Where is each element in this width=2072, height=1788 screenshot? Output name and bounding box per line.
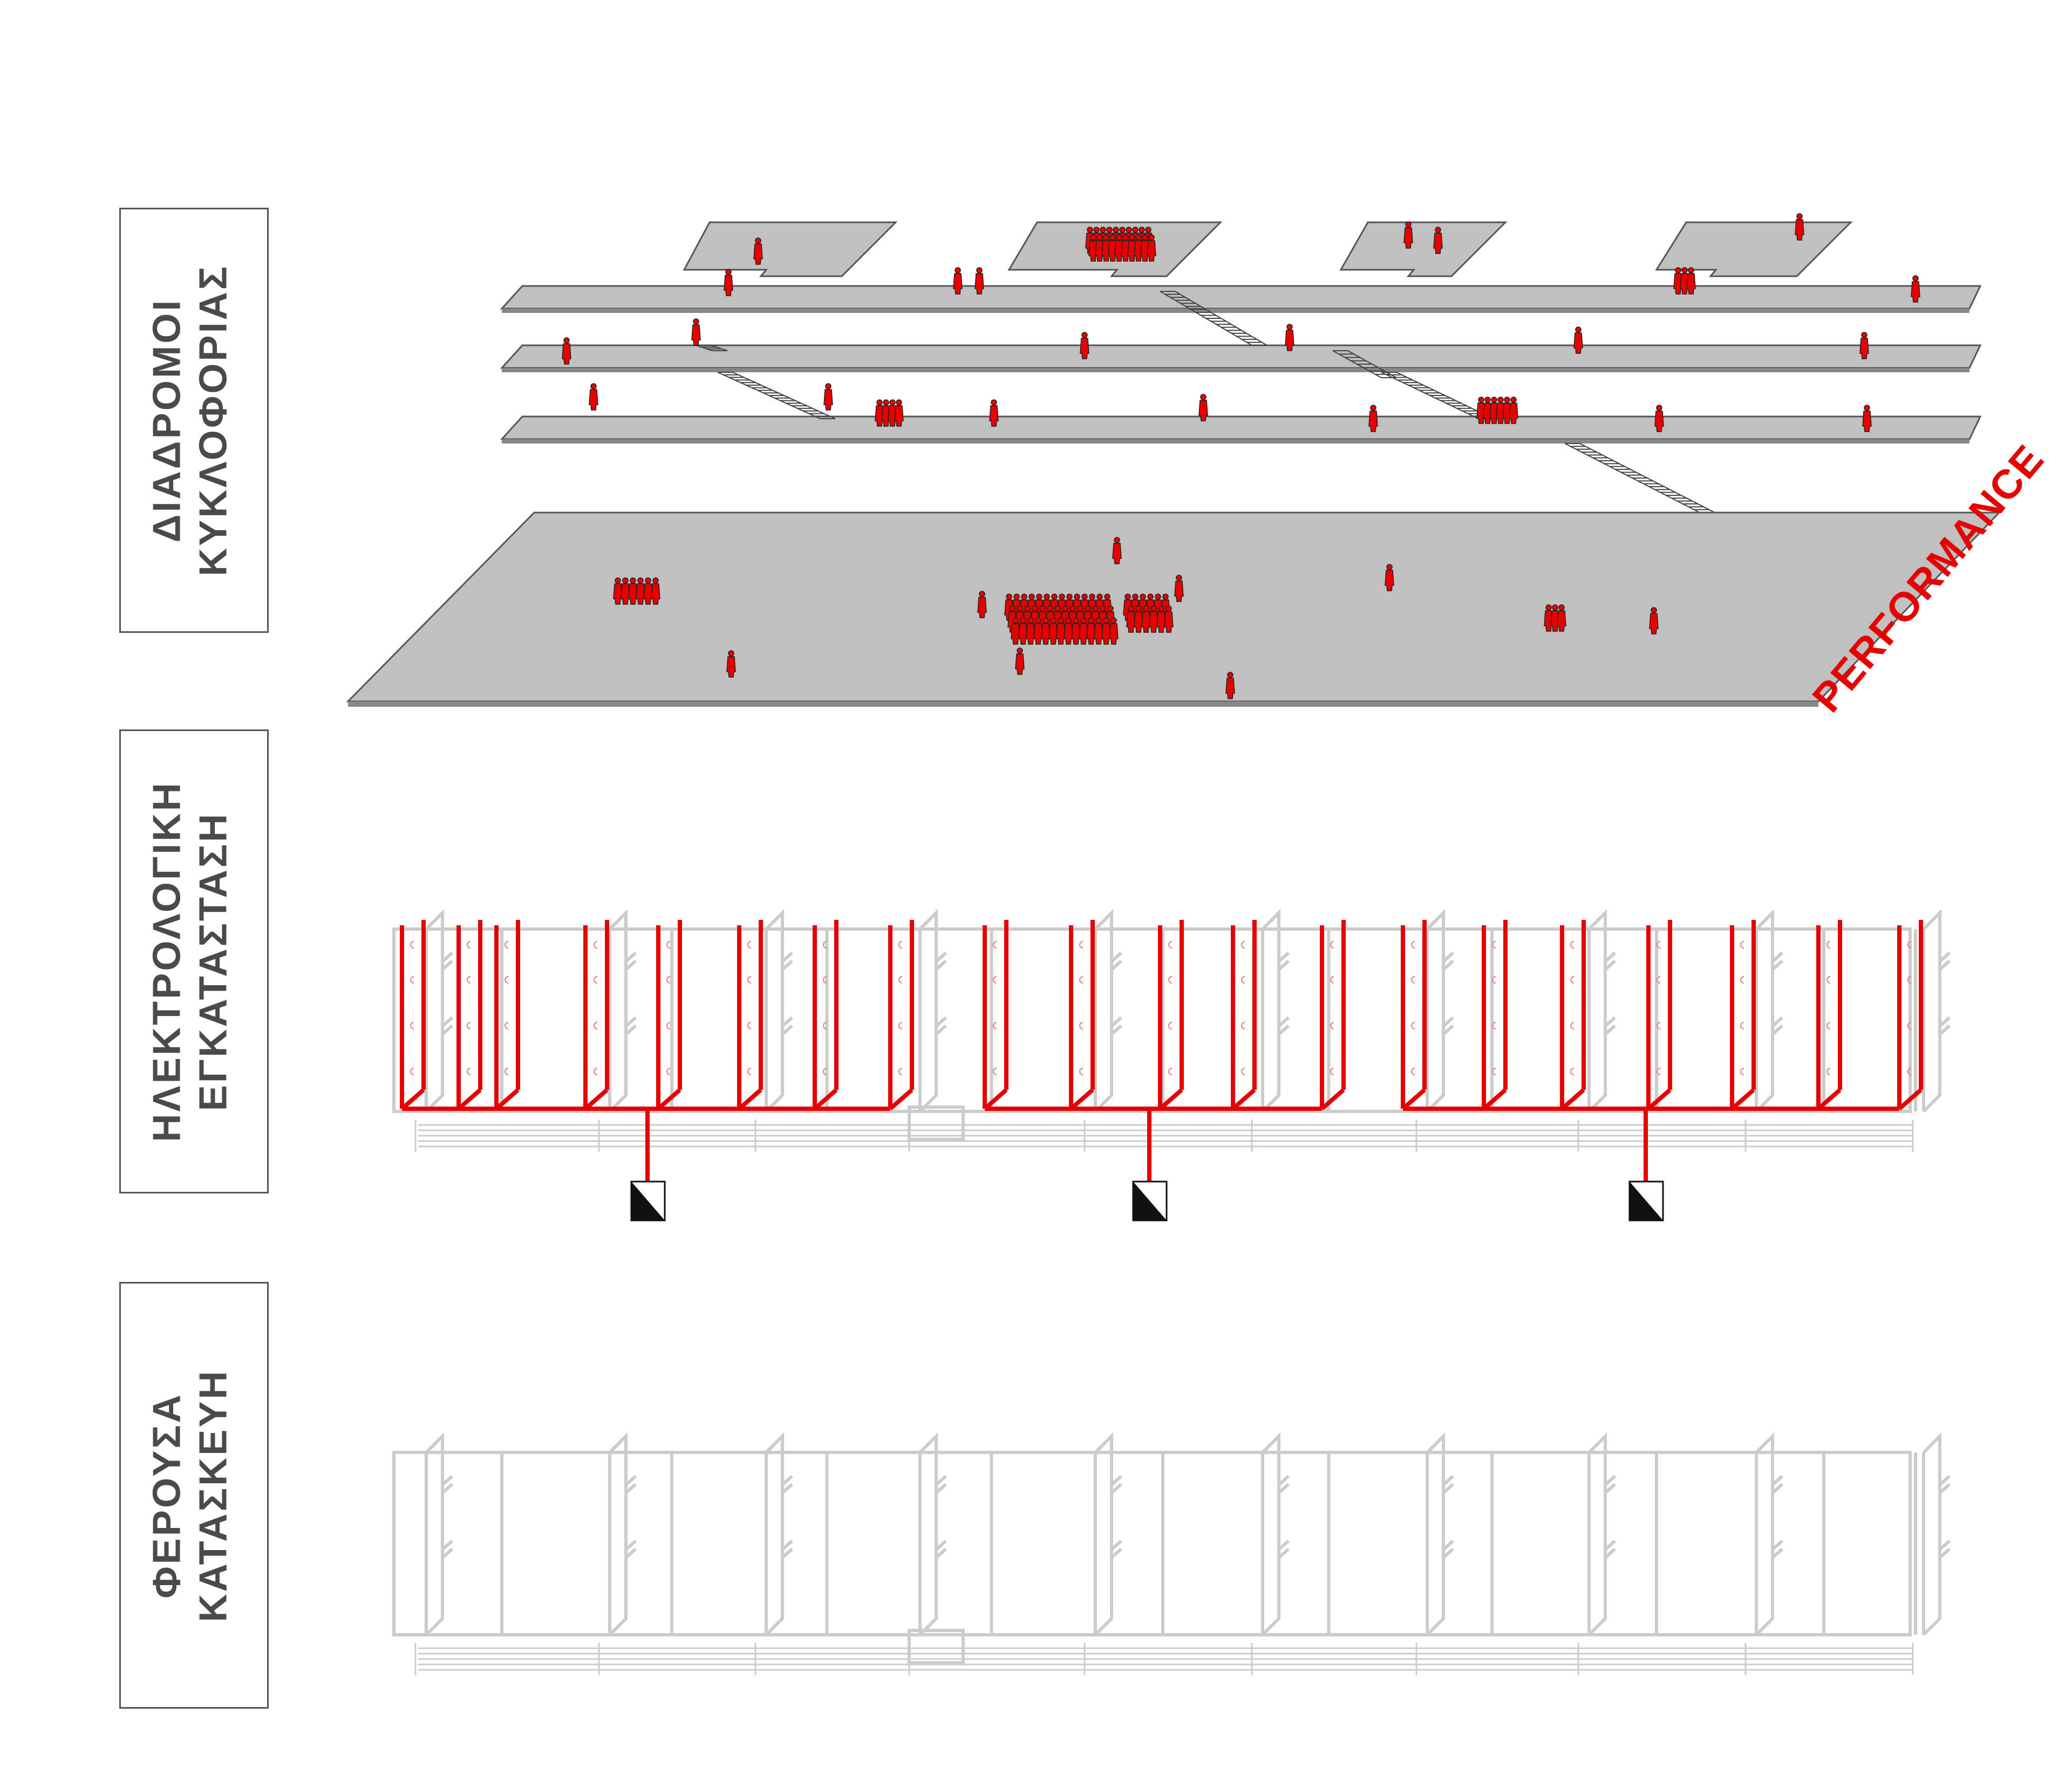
stair-4 (1381, 372, 1494, 419)
label-electrical-line2: ΕΓΚΑΤΑΣΤΑΣΗ (192, 812, 235, 1111)
stair-6 (696, 345, 728, 351)
person-figure (1649, 607, 1659, 634)
label-structure-line1: ΦΕΡΟΥΣΑ (145, 1393, 189, 1599)
person-figure (823, 383, 833, 411)
person-figure (1033, 617, 1043, 645)
walkway-middle (500, 344, 1982, 372)
person-figure (562, 337, 571, 365)
stair-1 (1160, 291, 1267, 346)
label-electrical-line1: ΗΛΕΚΤΡΟΛΟΓΙΚΗ (145, 781, 189, 1142)
room-1 (683, 221, 898, 277)
person-figure (1112, 537, 1122, 564)
person-figure (1862, 405, 1872, 432)
label-structure-line2: ΚΑΤΑΣΚΕΥΗ (192, 1369, 235, 1622)
room-3 (1339, 221, 1508, 277)
distribution-board (1132, 1180, 1168, 1221)
person-figure (643, 577, 653, 605)
person-figure (1147, 234, 1156, 262)
person-figure (1285, 324, 1294, 351)
person-figure (1368, 405, 1378, 432)
person-figure (1433, 227, 1443, 254)
person-figure (1086, 617, 1096, 645)
walkway-bottom (500, 415, 1982, 443)
person-figure (1509, 397, 1518, 424)
structural-frame (392, 1432, 1951, 1675)
label-electrical: ΗΛΕΚΤΡΟΛΟΓΙΚΗ ΕΓΚΑΤΑΣΤΑΣΗ (119, 729, 269, 1193)
person-figure (1385, 564, 1394, 591)
person-figure (1080, 332, 1089, 359)
person-figure (589, 383, 598, 411)
electrical-frame-structure (392, 909, 1951, 1152)
label-structure: ΦΕΡΟΥΣΑ ΚΑΤΑΣΚΕΥΗ (119, 1282, 269, 1709)
stair-5 (1564, 443, 1715, 513)
upper-rooms (683, 221, 1853, 277)
person-figure (1795, 213, 1804, 241)
label-circulation-svg: ΔΙΑΔΡΟΜΟΙ ΚΥΚΛΟΦΟΡΙΑΣ (145, 264, 235, 576)
person-figure (1859, 332, 1869, 359)
person-figure (724, 269, 733, 296)
person-figure (974, 267, 984, 295)
performance-floor (346, 511, 2001, 707)
distribution-board (1628, 1180, 1664, 1221)
person-figure (1198, 394, 1208, 421)
person-figure (1164, 605, 1174, 633)
person-figure (1174, 575, 1184, 602)
person-figure (989, 399, 999, 427)
person-figure (1680, 267, 1689, 295)
label-circulation-line1: ΔΙΑΔΡΟΜΟΙ (145, 298, 189, 543)
electrical-outlets (410, 941, 1912, 1075)
electrical-wiring (400, 920, 1923, 1182)
person-figure (977, 591, 987, 618)
person-figure (894, 399, 904, 427)
person-figure (1557, 604, 1566, 632)
person-figure (1686, 267, 1696, 295)
electrical-distribution-boards (630, 1180, 1664, 1221)
person-figure (1109, 617, 1119, 645)
person-figure (1011, 617, 1020, 645)
stair-3 (717, 372, 836, 419)
person-figure (1225, 672, 1235, 699)
person-figure (1911, 275, 1920, 303)
person-figure (1141, 605, 1151, 633)
person-figure (1156, 605, 1166, 633)
person-figure (1403, 221, 1413, 249)
person-figure (691, 318, 701, 346)
person-figure (726, 650, 736, 678)
people-figures (562, 213, 1920, 699)
person-figure (953, 267, 963, 295)
label-electrical-svg: ΗΛΕΚΤΡΟΛΟΓΙΚΗ ΕΓΚΑΤΑΣΤΑΣΗ (145, 781, 235, 1142)
person-figure (1573, 326, 1583, 354)
distribution-board (630, 1180, 666, 1221)
label-circulation: ΔΙΑΔΡΟΜΟΙ ΚΥΚΛΟΦΟΡΙΑΣ (119, 208, 269, 633)
person-figure (753, 237, 763, 265)
person-figure (1654, 405, 1664, 432)
label-structure-svg: ΦΕΡΟΥΣΑ ΚΑΤΑΣΚΕΥΗ (145, 1369, 235, 1622)
person-figure (1015, 647, 1025, 675)
person-figure (651, 577, 660, 605)
label-circulation-line2: ΚΥΚΛΟΦΟΡΙΑΣ (192, 264, 235, 576)
person-figure (1064, 617, 1073, 645)
walkway-top (500, 285, 1982, 313)
